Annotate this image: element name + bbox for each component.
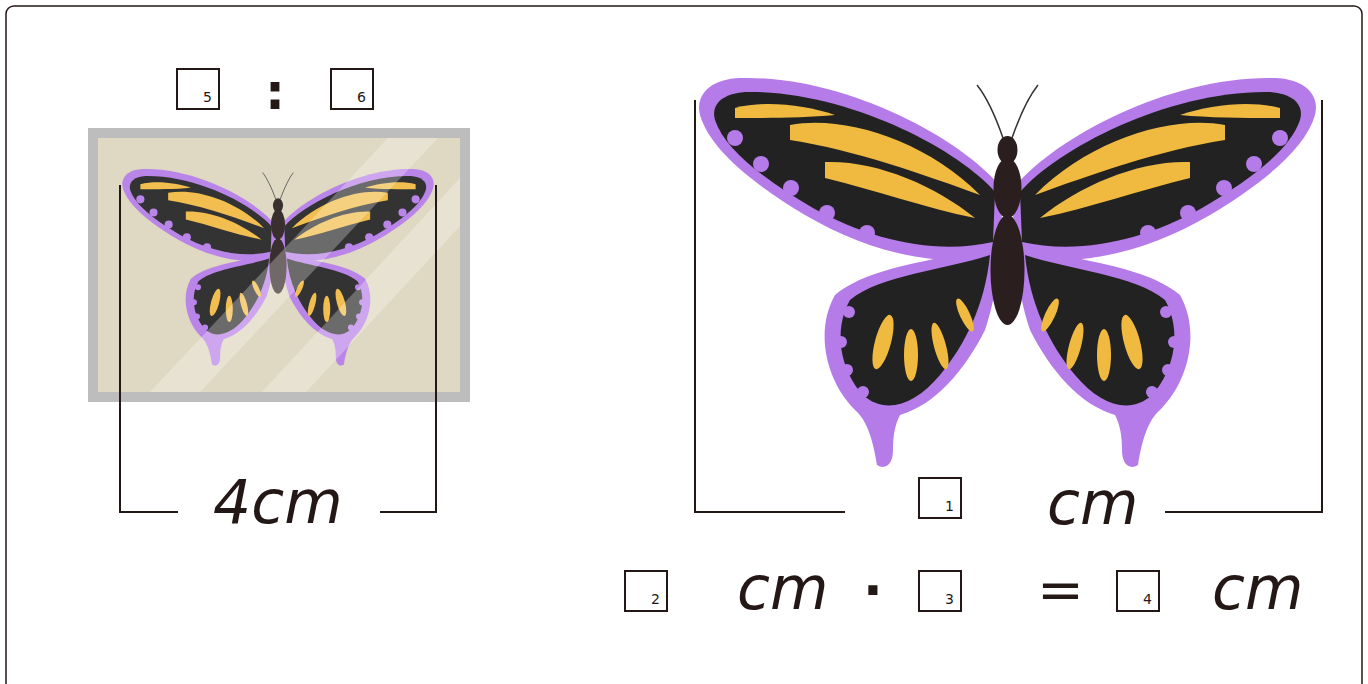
answer-box: 4 [1116,570,1160,612]
answer-box: 3 [918,570,962,612]
box-number: 5 [203,89,212,105]
answer-box: 5 [176,68,220,110]
box-number: 6 [357,89,366,105]
picture-frame [93,133,465,397]
width-bracket [695,100,1322,512]
box-number: 1 [945,498,954,514]
unit-label: cm [1047,473,1138,533]
box-number: 3 [945,591,954,607]
box-number: 4 [1143,591,1152,607]
width-bracket [120,185,436,512]
unit-label: : [265,67,285,117]
answer-box: 6 [330,68,374,110]
unit-label: cm [737,558,828,618]
answer-box: 2 [624,570,668,612]
answer-box: 1 [918,477,962,519]
unit-label: · [863,564,883,616]
outer-frame [6,6,1362,684]
unit-label: = [1037,562,1084,618]
large-butterfly [699,78,1316,467]
unit-label: 4cm [213,472,343,532]
box-number: 2 [651,591,660,607]
unit-label: cm [1212,558,1303,618]
